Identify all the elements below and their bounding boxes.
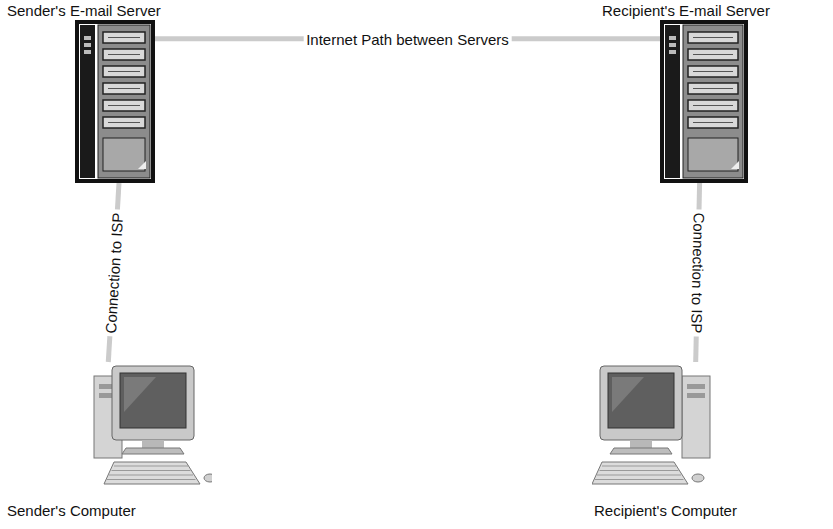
node-label: Sender's Computer bbox=[5, 502, 138, 520]
link-label: Connection to ISP bbox=[101, 209, 126, 337]
node-label: Recipient's E-mail Server bbox=[600, 2, 772, 20]
link-label: Connection to ISP bbox=[688, 209, 708, 336]
computer-icon bbox=[592, 362, 714, 502]
node-label: Sender's E-mail Server bbox=[5, 2, 163, 20]
email-server: Sender's E-mail Server bbox=[5, 2, 163, 183]
link-label: Internet Path between Servers bbox=[303, 30, 512, 47]
computer: Recipient's Computer bbox=[592, 362, 739, 520]
server-icon bbox=[660, 20, 748, 183]
node-label: Recipient's Computer bbox=[592, 502, 739, 520]
email-server: Recipient's E-mail Server bbox=[600, 2, 772, 183]
server-icon bbox=[75, 20, 155, 183]
computer-icon bbox=[90, 362, 212, 502]
computer: Sender's Computer bbox=[5, 362, 212, 520]
